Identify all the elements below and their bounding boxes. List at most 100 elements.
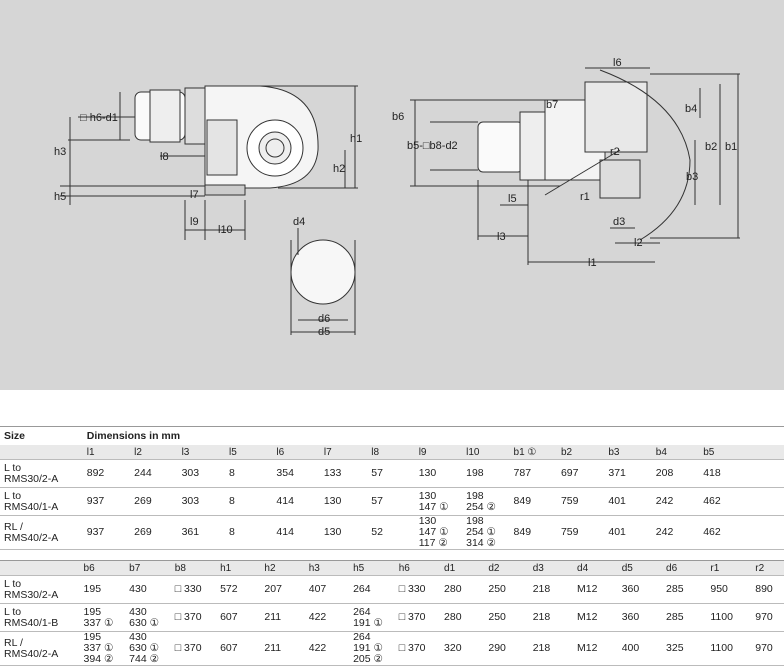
cell-value: 337 ①: [83, 642, 114, 654]
size-line: RMS30/2-A: [4, 472, 59, 485]
table-cell: 418: [699, 459, 784, 488]
cell-value: 422: [308, 611, 327, 623]
size-line: L to: [4, 489, 22, 502]
label-h6-d1: □ h6-d1: [80, 112, 118, 124]
size-line: RL /: [4, 520, 23, 533]
cell-value: 208: [655, 467, 674, 479]
cell-value: 892: [86, 467, 105, 479]
cell-value: 325: [666, 642, 684, 654]
cell-value: 130: [323, 526, 342, 538]
burner-dimension-drawing: □ h6-d1 h3 h5 l8 l7 l9 l10 h1 h2 d4 d6 d…: [54, 57, 740, 338]
label-b3: b3: [686, 171, 698, 183]
table-cell: 52: [367, 515, 415, 550]
label-l6: l6: [613, 57, 622, 69]
table-cell: 892: [82, 459, 131, 488]
column-header: r2: [751, 560, 784, 576]
cell-value: 130: [418, 489, 437, 502]
cell-value: 630 ①: [129, 642, 159, 654]
table-cell: 211: [260, 631, 305, 666]
cell-value: 250: [488, 611, 506, 623]
table-cell: M12: [573, 575, 618, 604]
size-line: L to: [4, 605, 22, 618]
size-line: RMS30/2-A: [4, 588, 59, 601]
table-cell: 360: [617, 575, 663, 604]
cell-value: 970: [755, 642, 773, 654]
table-cell: 422: [304, 603, 350, 632]
table-cell: 320: [440, 631, 485, 666]
column-header: l10: [462, 445, 510, 460]
cell-value: 269: [134, 526, 152, 538]
table-cell: 285: [662, 603, 707, 632]
table-cell: 280: [440, 603, 485, 632]
label-r2: r2: [610, 146, 620, 158]
cell-value: 8: [229, 526, 235, 538]
cell-value: 320: [444, 642, 462, 654]
table-cell: 8: [225, 515, 273, 550]
cell-value: 52: [371, 526, 383, 538]
column-header: l9: [414, 445, 463, 460]
cell-value: 759: [560, 526, 579, 538]
column-header: b5: [699, 445, 784, 460]
column-header: d1: [440, 560, 485, 576]
column-header: r1: [706, 560, 752, 576]
label-h1: h1: [350, 133, 362, 145]
table-cell: 361: [177, 515, 225, 550]
label-b7: b7: [546, 99, 558, 111]
technical-drawing: □ h6-d1 h3 h5 l8 l7 l9 l10 h1 h2 d4 d6 d…: [0, 0, 784, 390]
column-header: d5: [617, 560, 663, 576]
cell-value: 195: [83, 631, 102, 643]
cell-value: 250: [488, 583, 506, 595]
label-b5-b8-d2: b5-□b8-d2: [407, 140, 458, 152]
cell-value: 205 ②: [353, 653, 383, 665]
cell-value: 430: [129, 631, 147, 643]
table-cell: 207: [260, 575, 305, 604]
cell-value: 937: [86, 526, 105, 538]
cell-value: 242: [655, 526, 674, 538]
cell-value: 198: [466, 467, 484, 479]
table-cell: 208: [651, 459, 700, 488]
cell-value: □ 370: [174, 642, 202, 654]
cell-value: 198: [466, 489, 484, 502]
cell-value: 303: [181, 467, 200, 479]
cell-value: 8: [229, 467, 235, 479]
size-line: RMS40/2-A: [4, 531, 59, 544]
cell-value: 130: [418, 467, 437, 479]
table-cell: 697: [556, 459, 605, 488]
table-cell: 430: [125, 575, 171, 604]
cell-value: 890: [755, 583, 773, 595]
table-cell: 937: [82, 487, 131, 516]
table-cell: 970: [751, 603, 784, 632]
table-cell: □ 370: [394, 603, 441, 632]
table-cell: 303: [177, 487, 225, 516]
table-cell: 218: [528, 575, 574, 604]
table-cell: 269: [130, 515, 178, 550]
cell-value: 337 ①: [83, 616, 114, 629]
cell-value: 133: [323, 467, 342, 479]
label-l8: l8: [160, 151, 169, 163]
table-cell: 890: [751, 575, 784, 604]
cell-value: 462: [703, 495, 721, 507]
label-l5: l5: [508, 193, 517, 205]
table-cell: 607: [216, 631, 261, 666]
table-cell: 407: [304, 575, 350, 604]
cell-value: 849: [513, 495, 532, 507]
cell-value: 400: [621, 642, 640, 654]
label-d6: d6: [318, 313, 330, 325]
cell-value: 280: [444, 611, 462, 623]
table-cell: □ 370: [394, 631, 441, 666]
cell-value: 462: [703, 526, 721, 538]
table-cell: 607: [216, 603, 261, 632]
label-h3: h3: [54, 146, 66, 158]
label-b2: b2: [705, 141, 717, 153]
cell-value: 147 ①: [418, 500, 449, 513]
table-cell: 400: [617, 631, 663, 666]
